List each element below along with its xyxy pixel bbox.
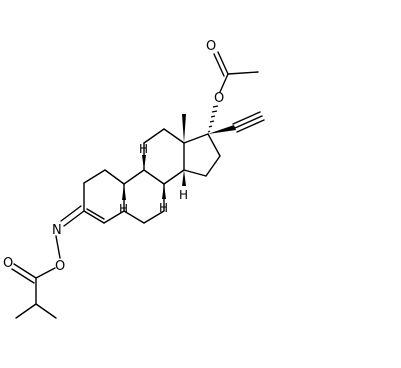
acetate-carbonyl-oxygen-label: O bbox=[206, 39, 216, 54]
bond bbox=[35, 303, 57, 319]
oxime-nitrogen-label: N bbox=[52, 223, 62, 238]
oxygen-hash-bond bbox=[207, 105, 219, 133]
bond bbox=[163, 169, 185, 185]
methyl-wedge bbox=[182, 114, 186, 143]
bond-triple bbox=[234, 115, 263, 129]
stereo-wedge bbox=[142, 155, 146, 170]
bond bbox=[143, 128, 165, 144]
bond bbox=[104, 169, 125, 185]
h-c8-label: H bbox=[159, 201, 168, 215]
bond bbox=[143, 210, 165, 224]
bond bbox=[219, 73, 229, 93]
h-c10-label: H bbox=[119, 202, 128, 216]
bond bbox=[143, 169, 165, 185]
bond bbox=[183, 133, 209, 144]
stereo-wedge bbox=[162, 184, 166, 199]
h-c14-label: H bbox=[179, 188, 188, 202]
bond bbox=[163, 128, 185, 144]
bond-double bbox=[11, 268, 35, 284]
bond-triple bbox=[232, 111, 261, 125]
oxime-oxygen-label: O bbox=[55, 259, 65, 274]
isobutyrate-carbonyl-oxygen-label: O bbox=[3, 256, 13, 271]
bond-double-inner bbox=[86, 208, 105, 220]
bond bbox=[83, 210, 105, 224]
bond bbox=[83, 169, 106, 184]
bond-triple bbox=[236, 119, 265, 133]
bond bbox=[123, 210, 145, 224]
stereo-wedge bbox=[182, 170, 186, 186]
bond bbox=[13, 263, 37, 279]
bond bbox=[103, 210, 125, 224]
ethynyl-wedge bbox=[208, 125, 236, 134]
bond bbox=[205, 155, 221, 177]
bond bbox=[123, 169, 145, 185]
bond bbox=[227, 71, 259, 75]
bond bbox=[217, 51, 229, 75]
bond bbox=[15, 303, 37, 319]
stereo-wedge bbox=[122, 184, 126, 200]
bond-double bbox=[213, 53, 225, 77]
ester-oxygen-label: O bbox=[214, 91, 224, 106]
bond bbox=[35, 267, 56, 279]
bond bbox=[63, 210, 85, 227]
bond bbox=[207, 133, 221, 157]
bond bbox=[55, 235, 61, 259]
h-c9-label: H bbox=[139, 142, 148, 156]
bond bbox=[183, 169, 207, 177]
bond-double bbox=[60, 205, 82, 222]
